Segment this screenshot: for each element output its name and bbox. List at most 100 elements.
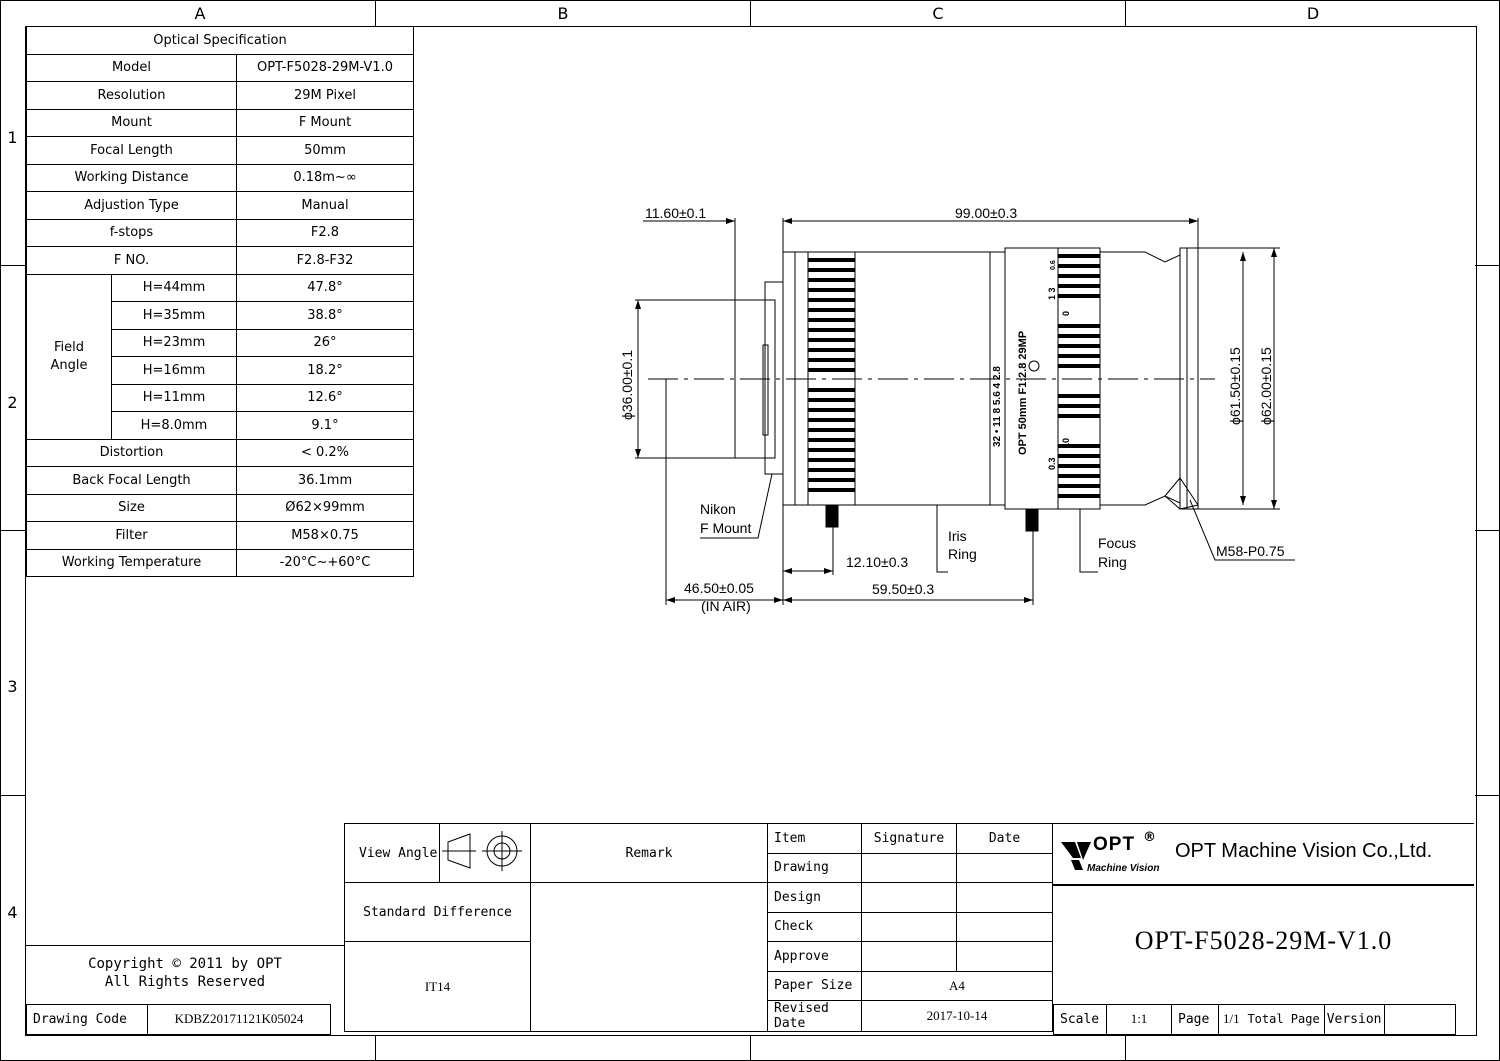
spec-value: 50mm	[236, 136, 414, 165]
field-angle-height: H=35mm	[111, 301, 237, 330]
field-angle-value: 26°	[236, 328, 414, 357]
scale-page-table: Scale 1:1 Page 1/1 Total Page Version	[1053, 1004, 1456, 1035]
label-thread: M58-P0.75	[1216, 543, 1285, 559]
field-angle-label: Field Angle	[26, 273, 112, 440]
spec-value: F2.8-F32	[236, 246, 414, 275]
spec-label: Working Temperature	[26, 548, 237, 577]
field-angle-value: 47.8°	[236, 273, 414, 302]
copyright-text: Copyright © 2011 by OPT	[88, 956, 282, 972]
distance-scale-c: 0	[1061, 311, 1071, 316]
dim-59-50: 59.50±0.3	[872, 581, 934, 597]
scale-label: Scale	[1053, 1004, 1107, 1035]
view-angle-label: View Angle	[344, 823, 440, 883]
design-date	[956, 882, 1053, 913]
revised-date-label: Revised Date	[767, 1000, 862, 1032]
iris-screw	[825, 504, 839, 528]
col-divider	[750, 0, 751, 26]
aperture-index-mark	[1028, 360, 1040, 372]
paper-size-label: Paper Size	[767, 970, 862, 1001]
dim-99-00: 99.00±0.3	[955, 205, 1017, 221]
item-header: Item	[767, 823, 862, 854]
field-angle-height: H=23mm	[111, 328, 237, 357]
approve-date	[956, 941, 1053, 972]
row-divider	[1475, 265, 1500, 266]
part-number: OPT-F5028-29M-V1.0	[1134, 926, 1393, 955]
row-label-2: 2	[7, 393, 18, 412]
row-divider	[0, 265, 25, 266]
distance-scale-d: 1 3	[1047, 287, 1057, 300]
col-divider	[1125, 0, 1126, 26]
row-divider	[0, 795, 25, 796]
knurl-stripes	[808, 254, 1100, 498]
standard-difference-label: Standard Difference	[344, 882, 531, 942]
page-label: Page	[1171, 1004, 1219, 1035]
spec-label: Distortion	[26, 438, 237, 467]
spec-value: 0.18m~∞	[236, 163, 414, 192]
spec-value: M58×0.75	[236, 521, 414, 550]
row-divider	[1475, 530, 1500, 531]
drawing-inner-frame	[25, 26, 1477, 1036]
col-divider	[1125, 1035, 1126, 1061]
signature-header: Signature	[861, 823, 957, 854]
spec-label: f-stops	[26, 218, 237, 247]
spec-label: Working Distance	[26, 163, 237, 192]
spec-value: 29M Pixel	[236, 81, 414, 110]
row-label-3: 3	[7, 677, 18, 696]
spec-label: Focal Length	[26, 136, 237, 165]
row-divider	[1475, 795, 1500, 796]
projection-symbol-icon	[442, 831, 522, 871]
drawing-date	[956, 852, 1053, 883]
title-block-right: OPT ® Machine Vision OPT Machine Vision …	[1053, 823, 1474, 1005]
opt-logo-icon	[1061, 842, 1091, 870]
spec-value: Manual	[236, 191, 414, 220]
col-divider	[375, 0, 376, 26]
front-ring	[1179, 247, 1199, 510]
thread-detail	[1164, 477, 1199, 510]
dim-12-10: 12.10±0.3	[846, 554, 908, 570]
drawing-code-label: Drawing Code	[26, 1004, 148, 1035]
rights-text: All Rights Reserved	[104, 974, 266, 990]
distance-scale-b: 10	[1061, 438, 1071, 448]
scale-value: 1:1	[1106, 1004, 1172, 1035]
spec-value: -20°C~+60°C	[236, 548, 414, 577]
dim-61-50: ϕ61.50±0.15	[1227, 347, 1243, 425]
spec-value: 36.1mm	[236, 466, 414, 495]
column-label-d: D	[1306, 4, 1320, 23]
revised-date: 2017-10-14	[861, 1000, 1053, 1032]
spec-label: Filter	[26, 521, 237, 550]
label-nikon: Nikon	[700, 501, 736, 517]
logo-subtitle: Machine Vision	[1087, 863, 1160, 874]
spec-label: F NO.	[26, 246, 237, 275]
drawing-signature	[861, 852, 957, 883]
field-angle-height: H=16mm	[111, 356, 237, 385]
drawing-row-label: Drawing	[767, 852, 862, 883]
lens-engraving: OPT 50mm F1:2.8 29MP	[1017, 331, 1029, 455]
spec-value: OPT-F5028-29M-V1.0	[236, 53, 414, 82]
title-block-divider	[26, 945, 344, 946]
spec-label: Adjustion Type	[26, 191, 237, 220]
check-signature	[861, 911, 957, 942]
title-block-center: View Angle Remark Item Signature Date Dr…	[344, 823, 1053, 1032]
dim-in-air: (IN AIR)	[701, 598, 751, 614]
dim-11-60: 11.60±0.1	[645, 205, 706, 221]
approve-row-label: Approve	[767, 941, 862, 972]
dim-36-00: ϕ36.00±0.1	[619, 350, 635, 420]
spec-value: < 0.2%	[236, 438, 414, 467]
mount-barrel	[734, 299, 776, 459]
distance-scale-a: 0.3	[1047, 457, 1057, 470]
label-iris: Iris	[948, 528, 967, 544]
focus-knurl	[1057, 247, 1101, 510]
label-f-mount: F Mount	[700, 520, 751, 536]
company-name: OPT Machine Vision Co.,Ltd.	[1175, 840, 1433, 862]
spec-value: F2.8	[236, 218, 414, 247]
spec-label: Mount	[26, 108, 237, 137]
drawing-code-table: Drawing Code KDBZ20171121K05024	[26, 1004, 331, 1035]
label-iris-ring: Ring	[948, 546, 977, 562]
check-date	[956, 911, 1053, 942]
title-block-divider	[1053, 884, 1474, 886]
dim-62-00: ϕ62.00±0.15	[1258, 347, 1274, 425]
tolerance-value: IT14	[344, 941, 531, 1032]
version-label: Version	[1323, 1004, 1385, 1035]
date-header: Date	[956, 823, 1053, 854]
total-page-label: Total Page	[1247, 1012, 1320, 1027]
